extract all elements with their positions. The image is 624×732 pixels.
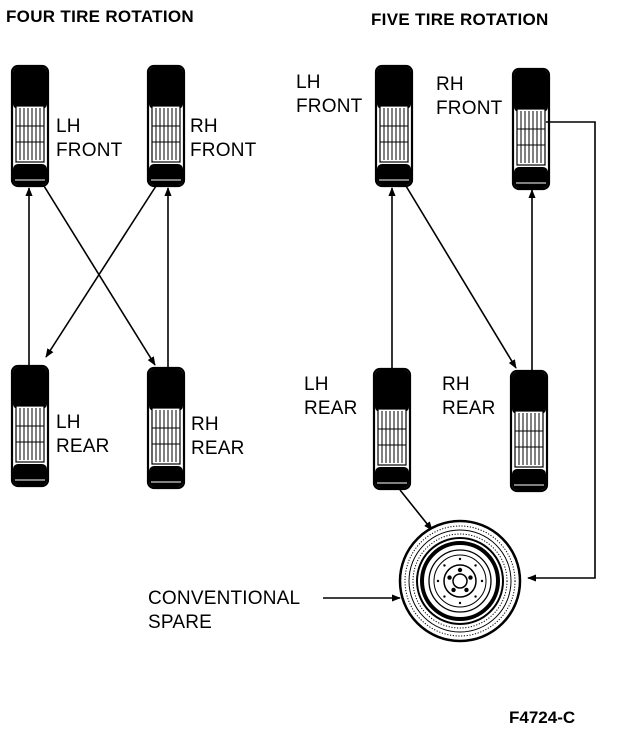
label-five-rh-front: RH FRONT [436, 73, 502, 121]
arrow-four-lh-front-to-rh-rear [43, 185, 156, 366]
tire-four-rh-front [146, 64, 186, 188]
tire-four-lh-rear [10, 364, 50, 488]
label-four-lh-front: LH FRONT [56, 115, 122, 163]
tire-four-lh-front [10, 64, 50, 188]
label-five-rh-front-line1: RH [436, 74, 464, 95]
tire-five-rh-rear [509, 369, 549, 493]
label-four-lh-front-line1: LH [56, 116, 81, 137]
label-five-rh-rear-line2: REAR [442, 398, 496, 419]
label-five-rh-rear-line1: RH [442, 374, 470, 395]
label-four-rh-front-line1: RH [190, 116, 218, 137]
tire-five-rh-front [511, 67, 551, 191]
label-four-lh-rear-line2: REAR [56, 436, 110, 457]
label-five-rh-front-line2: FRONT [436, 98, 503, 119]
label-four-rh-rear: RH REAR [191, 413, 245, 461]
five-tire-rotation-title: FIVE TIRE ROTATION [371, 10, 549, 29]
arrow-four-rh-front-to-lh-rear [45, 185, 157, 358]
label-five-lh-front-line1: LH [296, 72, 321, 93]
label-five-lh-rear-line2: REAR [304, 398, 358, 419]
label-four-lh-front-line2: FRONT [56, 140, 123, 161]
label-four-rh-front: RH FRONT [190, 115, 256, 163]
arrow-five-lh-front-to-rh-rear [405, 185, 517, 369]
tire-five-lh-front [374, 64, 414, 188]
label-four-rh-front-line2: FRONT [190, 140, 257, 161]
label-spare-line1: CONVENTIONAL [148, 588, 301, 609]
label-five-lh-front: LH FRONT [296, 71, 362, 119]
label-four-rh-rear-line1: RH [191, 414, 219, 435]
label-five-rh-rear: RH REAR [442, 373, 496, 421]
tire-five-lh-rear [372, 367, 412, 491]
label-five-lh-rear-line1: LH [304, 374, 329, 395]
arrow-five-rh-front-to-spare [527, 121, 596, 582]
label-five-lh-rear: LH REAR [304, 373, 358, 421]
tire-four-rh-rear [146, 366, 186, 490]
label-four-lh-rear: LH REAR [56, 411, 110, 459]
four-tire-rotation-title: FOUR TIRE ROTATION [6, 7, 194, 26]
label-five-lh-front-line2: FRONT [296, 96, 363, 117]
label-conventional-spare: CONVENTIONAL SPARE [148, 587, 300, 635]
label-four-rh-rear-line2: REAR [191, 438, 245, 459]
spare-wheel [398, 519, 522, 643]
figure-code: F4724-C [509, 708, 576, 727]
label-spare-line2: SPARE [148, 612, 213, 633]
arrow-five-lh-rear-to-spare [399, 489, 433, 531]
label-four-lh-rear-line1: LH [56, 412, 81, 433]
